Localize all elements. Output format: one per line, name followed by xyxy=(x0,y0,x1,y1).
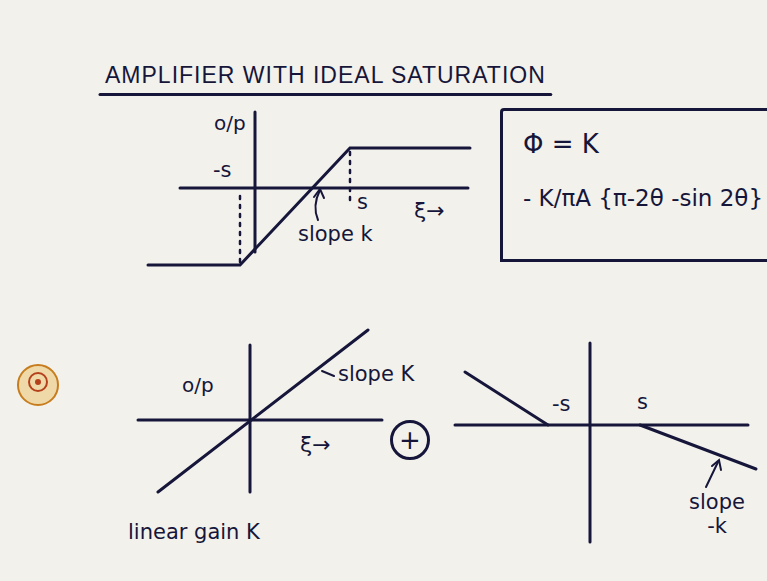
correction-line xyxy=(640,425,756,469)
saturation-curve xyxy=(148,148,470,265)
arrow-head xyxy=(314,189,324,198)
axis xyxy=(138,419,382,422)
dotted-line xyxy=(349,152,352,205)
axis-label: ξ→ xyxy=(414,198,445,223)
axis xyxy=(455,424,748,427)
dotted-line xyxy=(239,196,242,262)
logo xyxy=(18,365,58,405)
formula-text: Φ = K xyxy=(523,129,763,159)
formula-box: Φ = K - K/πA {π-2θ -sin 2θ} xyxy=(500,108,767,262)
slope-note: slope -k xyxy=(684,490,750,538)
axis xyxy=(589,343,592,542)
axis-label: o/p xyxy=(214,112,246,135)
formula-text: + xyxy=(399,425,421,455)
axis-mark: s xyxy=(357,190,368,214)
slope-note: slope k xyxy=(298,222,373,246)
axis-label: o/p xyxy=(182,374,214,397)
title: AMPLIFIER WITH IDEAL SATURATION xyxy=(105,62,546,88)
correction-line xyxy=(465,372,548,425)
formula-text: - K/πA {π-2θ -sin 2θ} xyxy=(523,185,763,211)
axis-mark: -s xyxy=(213,158,232,182)
gain-note: linear gain K xyxy=(128,520,260,544)
axis xyxy=(254,112,257,252)
axis xyxy=(180,187,468,190)
leader-arrow xyxy=(322,371,334,376)
arrow-head xyxy=(712,460,721,470)
axis-mark: -s xyxy=(552,392,571,416)
title-underline xyxy=(100,93,551,96)
sum-circle: + xyxy=(390,420,430,460)
linear-line xyxy=(158,330,368,492)
slope-note: slope K xyxy=(338,362,414,386)
axis-mark: s xyxy=(637,390,648,414)
axis-label: ξ→ xyxy=(300,432,331,457)
